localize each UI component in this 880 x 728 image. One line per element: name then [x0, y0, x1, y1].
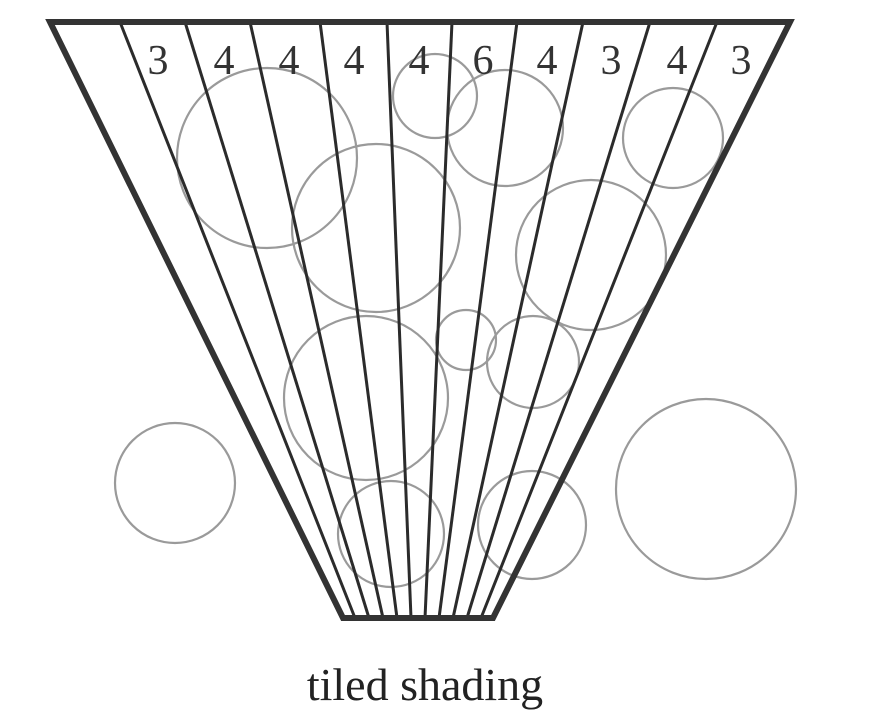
tile-light-count: 3	[148, 38, 169, 84]
caption: tiled shading	[306, 659, 544, 710]
light-volume-circle	[614, 397, 798, 581]
light-volume-circle	[290, 142, 462, 314]
tile-light-count: 4	[279, 38, 300, 84]
tile-light-count: 4	[667, 38, 688, 84]
light-volumes	[113, 52, 798, 589]
tile-light-count: 4	[537, 38, 558, 84]
tile-light-count: 3	[731, 38, 752, 84]
light-volume-circle	[434, 308, 498, 372]
tile-boundary-line	[248, 21, 385, 619]
tile-boundary-line	[465, 21, 652, 619]
tile-light-count: 3	[601, 38, 622, 84]
tile-boundaries	[118, 21, 719, 619]
tile-boundary-line	[318, 21, 399, 619]
light-volume-circle	[336, 479, 446, 589]
tile-light-count: 4	[409, 38, 430, 84]
light-volume-circle	[175, 66, 359, 250]
tile-boundary-line	[118, 21, 357, 619]
light-volume-circle	[391, 52, 479, 140]
view-frustum	[45, 19, 795, 621]
tile-boundary-line	[451, 21, 585, 619]
tile-light-count: 6	[473, 38, 494, 84]
tile-boundary-line	[385, 21, 413, 619]
light-volume-circle	[621, 86, 725, 190]
tile-boundary-line	[437, 21, 519, 619]
light-volume-circle	[476, 469, 588, 581]
light-volume-circle	[113, 421, 237, 545]
tile-light-count: 4	[344, 38, 365, 84]
tile-boundary-line	[183, 21, 371, 619]
light-volume-circle	[282, 314, 450, 482]
light-volume-circle	[514, 178, 668, 332]
tile-light-count: 4	[214, 38, 235, 84]
tile-boundary-line	[479, 21, 719, 619]
tile-boundary-line	[423, 21, 454, 619]
light-volume-circle	[445, 68, 565, 188]
